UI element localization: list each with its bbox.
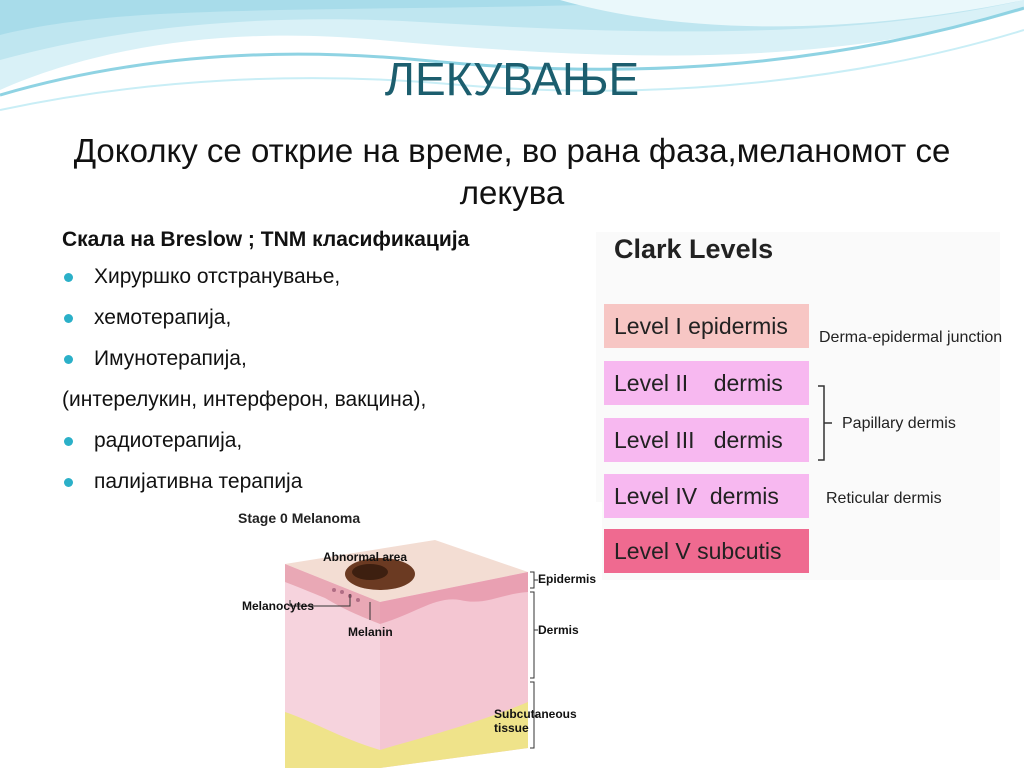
list-item: Хируршко отстранување, (62, 262, 426, 303)
clark-level-3: Level III dermis (604, 418, 809, 462)
header-wave-decoration (0, 0, 1024, 111)
clark-level-2: Level II dermis (604, 361, 809, 405)
clark-level-5: Level V subcutis (604, 529, 809, 573)
list-item: радиотерапија, (62, 426, 426, 467)
annotation-reticular: Reticular dermis (826, 490, 942, 507)
papillary-bracket (818, 385, 832, 461)
label-epidermis: Epidermis (538, 572, 597, 586)
label-melanocytes: Melanocytes (242, 599, 315, 613)
clark-levels-title: Clark Levels (614, 234, 774, 264)
clark-level-4: Level IV dermis (604, 474, 809, 518)
annotation-papillary: Papillary dermis (842, 415, 956, 432)
list-item: хемотерапија, (62, 303, 426, 344)
label-abnormal-area: Abnormal area (323, 550, 408, 564)
list-item: палијативна терапија (62, 467, 426, 508)
stage0-title: Stage 0 Melanoma (238, 510, 361, 526)
label-melanin: Melanin (348, 625, 393, 639)
list-item: (интерелукин, интерферон, вакцина), (62, 388, 427, 411)
clark-levels-figure: Clark Levels Level I epidermis Level II … (596, 232, 1003, 580)
label-dermis: Dermis (538, 623, 579, 637)
classification-heading: Скала на Breslow ; TNM класификација (62, 228, 470, 251)
annotation-junction: Derma-epidermal junction (819, 329, 1003, 346)
label-subcutaneous-tissue: Subcutaneous tissue (494, 707, 577, 735)
skin-cross-section-illustration (285, 540, 538, 768)
treatment-list: Хируршко отстранување, хемотерапија, Иму… (62, 262, 426, 508)
list-item: Имунотерапија, (62, 344, 426, 385)
slide-title: ЛЕКУВАЊЕ (384, 53, 640, 105)
slide-subtitle: Доколку се открие на време, во рана фаза… (73, 132, 951, 211)
clark-level-1: Level I epidermis (604, 304, 809, 348)
stage0-melanoma-figure: Stage 0 Melanoma Abnormal area Melanocyt… (230, 502, 602, 768)
